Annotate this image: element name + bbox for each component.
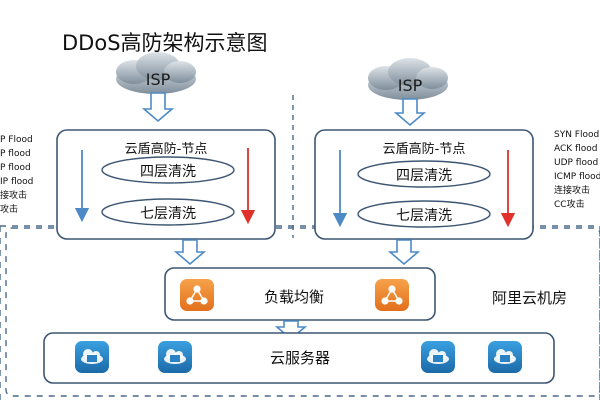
right-layer4-pill [357,160,491,188]
right-attack-list: SYN Flood ACK flood UDP flood ICMP flood… [554,130,600,210]
right-attack-4: 连接攻击 [554,184,590,196]
right-node-title: 云盾高防-节点 [383,141,466,157]
right-attack-5: CC攻击 [554,198,585,210]
right-attack-2: UDP flood [554,158,598,168]
load-balancer-label: 负载均衡 [264,288,324,306]
cloud-server-icon [158,341,192,373]
left-attack-0: P Flood [0,135,33,145]
left-layer7-pill [101,198,235,226]
left-isp-down-arrow [141,92,175,123]
datacenter-boundary [5,227,600,397]
balancer-hub-icon [375,279,409,311]
right-attack-0: SYN Flood [554,130,599,140]
cloud-servers-label: 云服务器 [270,349,330,367]
right-layer7-pill [357,200,491,228]
left-attack-2: P flood [0,163,31,173]
left-node-down-arrow [173,239,207,266]
diagram-title: DDoS高防架构示意图 [62,31,268,55]
left-attack-4: 接攻击 [0,189,27,201]
right-attack-1: ACK flood [554,144,597,154]
right-isp-down-arrow [393,98,427,127]
right-isp-cloud: ISP [368,58,448,100]
left-layer4-pill [101,156,235,184]
left-isp-cloud: ISP [116,52,196,94]
cloud-server-icon [488,341,522,373]
left-isp-label: ISP [146,70,171,89]
right-isp-label: ISP [398,76,423,95]
right-layer7-label: 七层清洗 [396,208,452,224]
left-layer4-label: 四层清洗 [140,164,196,180]
datacenter-label: 阿里云机房 [492,289,567,307]
left-attack-list: P Flood P flood P flood IP flood 接攻击 攻击 [0,135,33,215]
right-node-down-arrow [387,239,421,266]
cloud-server-icon [421,341,455,373]
load-balancer-box [164,267,436,321]
right-layer4-label: 四层清洗 [396,168,452,184]
cloud-server-icon [75,341,109,373]
left-attack-3: IP flood [0,177,33,187]
balancer-hub-icon [180,279,214,311]
left-node-title: 云盾高防-节点 [125,141,208,157]
left-attack-1: P flood [0,149,31,159]
right-attack-3: ICMP flood [554,172,600,182]
left-attack-5: 攻击 [0,203,18,215]
left-layer7-label: 七层清洗 [140,206,196,222]
